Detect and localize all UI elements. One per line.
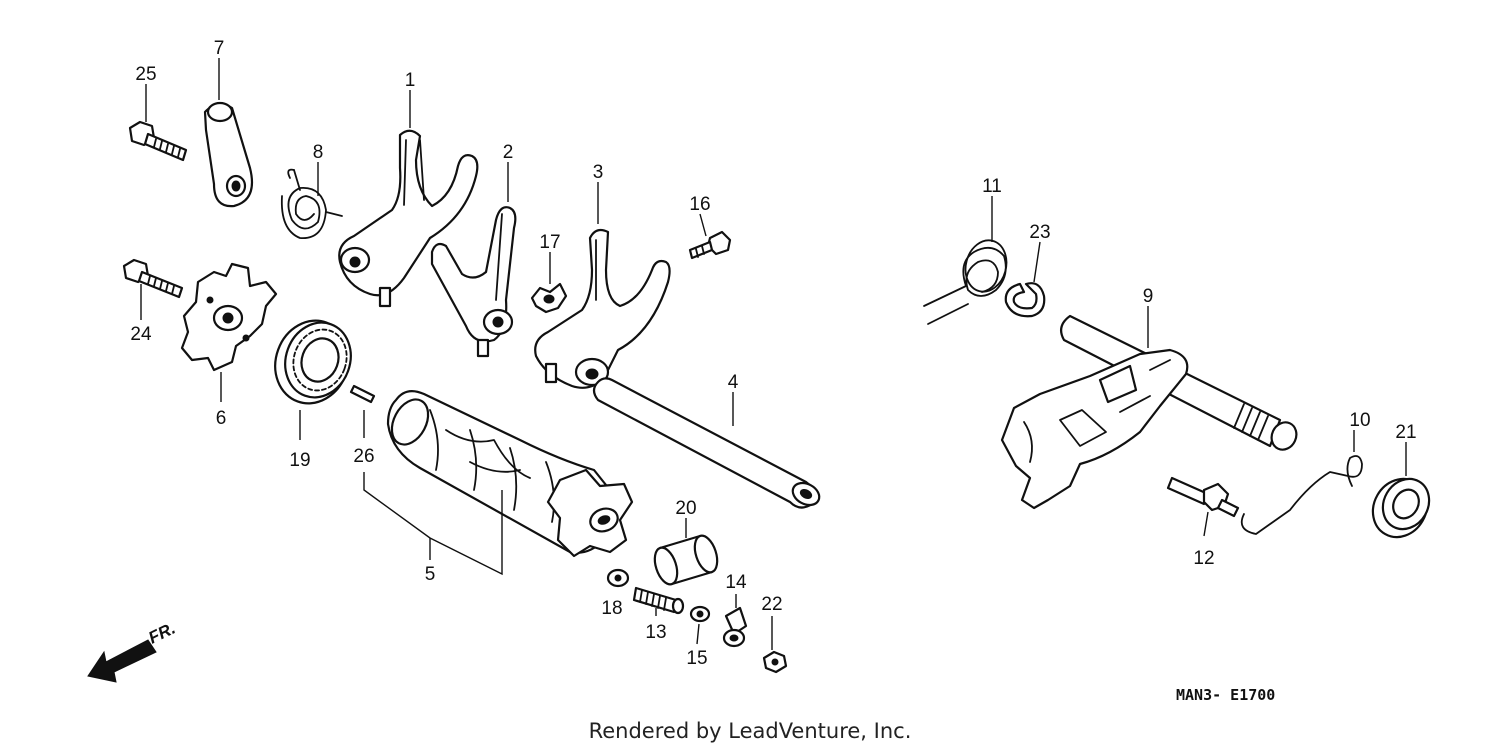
callout-20: 20: [675, 498, 696, 519]
part-22-nut[interactable]: [762, 650, 788, 674]
part-8-spring[interactable]: [280, 168, 343, 239]
callout-23: 23: [1029, 222, 1050, 243]
part-14-terminal[interactable]: [722, 606, 748, 648]
callout-18: 18: [601, 598, 622, 619]
part-1-shift-fork[interactable]: [338, 129, 479, 308]
callout-14: 14: [725, 572, 747, 593]
callout-3: 3: [593, 162, 604, 183]
callout-8: 8: [313, 142, 324, 163]
callout-25: 25: [135, 64, 156, 85]
callout-4: 4: [728, 372, 739, 393]
part-13-neutral-switch[interactable]: [632, 586, 685, 615]
callout-24: 24: [130, 324, 152, 345]
callout-17: 17: [539, 232, 560, 253]
part-11-return-spring[interactable]: [923, 236, 1012, 325]
callout-13: 13: [645, 622, 666, 643]
part-21-oil-seal[interactable]: [1362, 469, 1438, 547]
part-19-bearing[interactable]: [264, 310, 361, 414]
callout-22: 22: [761, 594, 782, 615]
part-16-bolt[interactable]: [688, 230, 732, 260]
part-26-dowel-pin[interactable]: [349, 384, 376, 404]
callout-21: 21: [1395, 422, 1416, 443]
part-10-return-spring[interactable]: [1240, 455, 1363, 535]
part-7-stopper-arm[interactable]: [203, 101, 254, 208]
part-4-fork-shaft[interactable]: [592, 377, 823, 509]
callout-5: 5: [425, 564, 436, 585]
callout-11: 11: [982, 176, 1002, 197]
callout-1: 1: [405, 70, 416, 91]
part-15-washer[interactable]: [689, 605, 711, 623]
part-6-drum-center-plate[interactable]: [180, 262, 278, 372]
callout-19: 19: [289, 450, 310, 471]
callout-10: 10: [1349, 410, 1370, 431]
part-5-shift-drum[interactable]: [385, 389, 634, 558]
callout-15: 15: [686, 648, 707, 669]
callout-26: 26: [353, 446, 374, 467]
callout-16: 16: [689, 194, 710, 215]
part-12-spring-pin[interactable]: [1166, 476, 1240, 518]
part-23-circlip[interactable]: [1004, 282, 1046, 318]
front-arrow-icon: [87, 639, 157, 683]
part-3-shift-fork[interactable]: [534, 228, 671, 389]
callout-9: 9: [1143, 286, 1154, 307]
part-25-flange-bolt[interactable]: [128, 120, 188, 162]
part-9-gearshift-spindle[interactable]: [1000, 314, 1301, 510]
diagram-code: MAN3- E1700: [1176, 686, 1275, 704]
part-20-collar[interactable]: [651, 533, 722, 587]
callout-2: 2: [503, 142, 514, 163]
callout-12: 12: [1193, 548, 1214, 569]
callout-6: 6: [216, 408, 227, 429]
credit-line: Rendered by LeadVenture, Inc.: [589, 719, 912, 743]
part-24-bolt[interactable]: [122, 258, 184, 299]
part-17-spring-cap[interactable]: [530, 282, 568, 314]
part-2-shift-fork[interactable]: [430, 206, 517, 358]
part-18-washer[interactable]: [606, 568, 630, 588]
callout-7: 7: [214, 38, 225, 59]
